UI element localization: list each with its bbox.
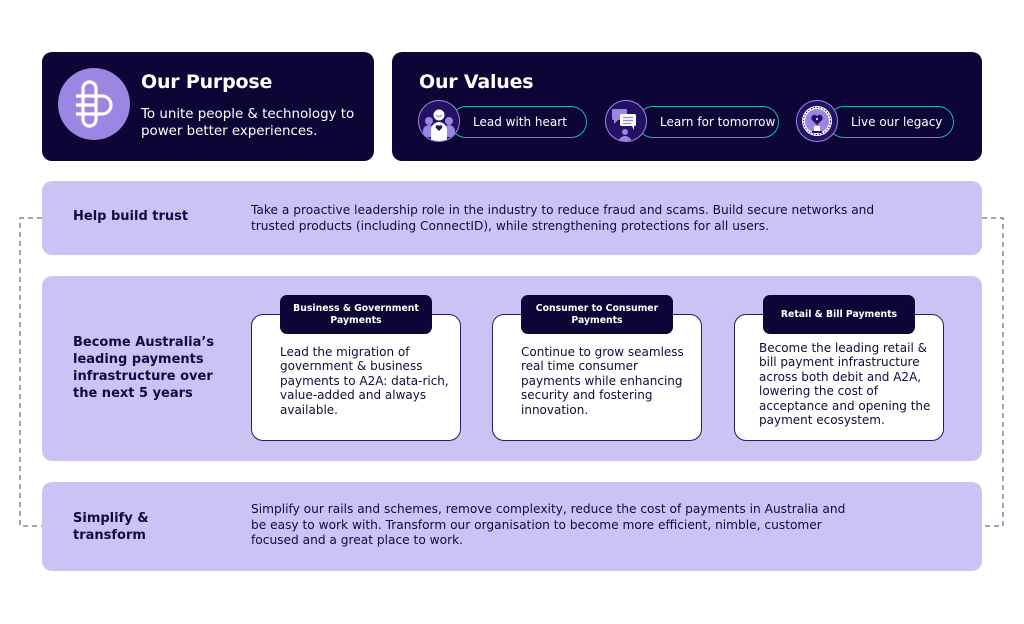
people-heart-icon (418, 100, 460, 142)
card-retail-bill: Become the leading retail & bill payment… (734, 314, 944, 441)
card-text: Continue to grow seamless real time cons… (521, 345, 684, 417)
band-text: Take a proactive leadership role in the … (251, 203, 875, 233)
value-label: Live our legacy (851, 115, 943, 129)
purpose-title: Our Purpose (141, 71, 273, 93)
values-panel: Our Values Lead with heart (392, 52, 982, 161)
purpose-text: To unite people & technology to power be… (141, 107, 355, 139)
value-pill: Learn for tomorrow (637, 106, 779, 138)
band-label: Help build trust (73, 209, 189, 224)
card-title: Business & Government Payments (280, 295, 432, 334)
value-pill: Live our legacy (828, 106, 954, 138)
value-label: Lead with heart (473, 115, 567, 129)
values-title: Our Values (419, 71, 534, 93)
band-help-build-trust: Help build trust Take a proactive leader… (42, 181, 982, 255)
card-text: Lead the migration of government & busin… (280, 345, 449, 417)
card-title: Retail & Bill Payments (763, 295, 915, 334)
band-leading-payments-infrastructure: Become Australia’s leading payments infr… (42, 276, 982, 461)
brand-logo-icon (58, 68, 130, 140)
band-text: Simplify our rails and schemes, remove c… (251, 502, 846, 547)
purpose-panel: Our Purpose To unite people & technology… (42, 52, 374, 161)
card-consumer-to-consumer: Continue to grow seamless real time cons… (492, 314, 702, 441)
card-title: Consumer to Consumer Payments (521, 295, 673, 334)
chat-bubbles-person-icon (605, 100, 647, 142)
value-pill: Lead with heart (450, 106, 587, 138)
heart-medal-icon (796, 100, 838, 142)
card-business-government: Lead the migration of government & busin… (251, 314, 461, 441)
band-label: Become Australia’s leading payments infr… (73, 335, 215, 401)
card-text: Become the leading retail & bill payment… (759, 341, 931, 428)
band-label: Simplify & transform (73, 511, 149, 543)
value-label: Learn for tomorrow (660, 115, 776, 129)
band-simplify-transform: Simplify & transform Simplify our rails … (42, 482, 982, 571)
